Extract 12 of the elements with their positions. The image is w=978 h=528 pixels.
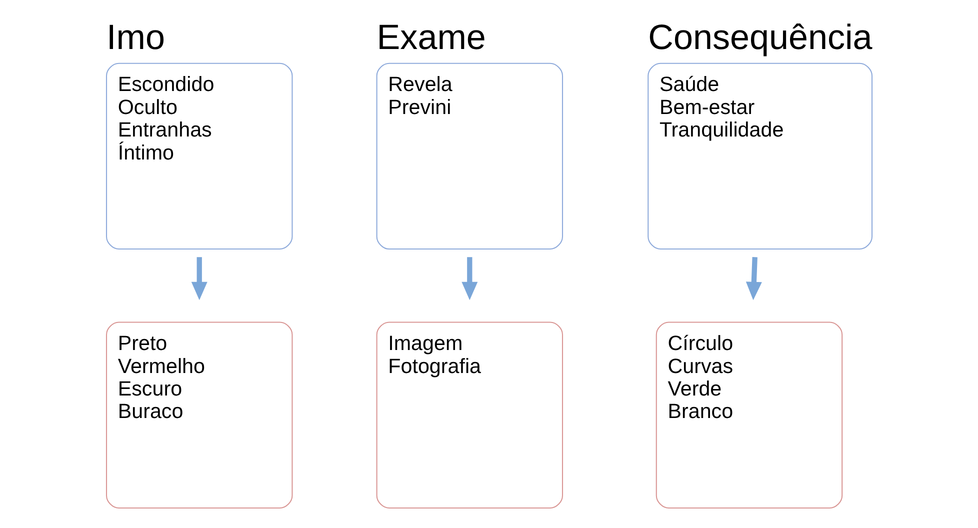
node-box: Preto Vermelho Escuro Buraco xyxy=(106,322,293,508)
node-box: Imagem Fotografia xyxy=(376,322,564,508)
arrow xyxy=(462,257,478,300)
node-box: Saúde Bem-estar Tranquilidade xyxy=(648,62,873,250)
arrow xyxy=(191,257,208,300)
node-label: Exame xyxy=(376,18,486,58)
node-label: Imo xyxy=(106,18,165,58)
arrow xyxy=(746,257,762,300)
node-box: Revela Previni xyxy=(376,62,564,250)
node-label: Consequência xyxy=(648,18,872,58)
node-box: Escondido Oculto Entranhas Íntimo xyxy=(106,62,293,250)
node-box: Círculo Curvas Verde Branco xyxy=(656,322,843,508)
